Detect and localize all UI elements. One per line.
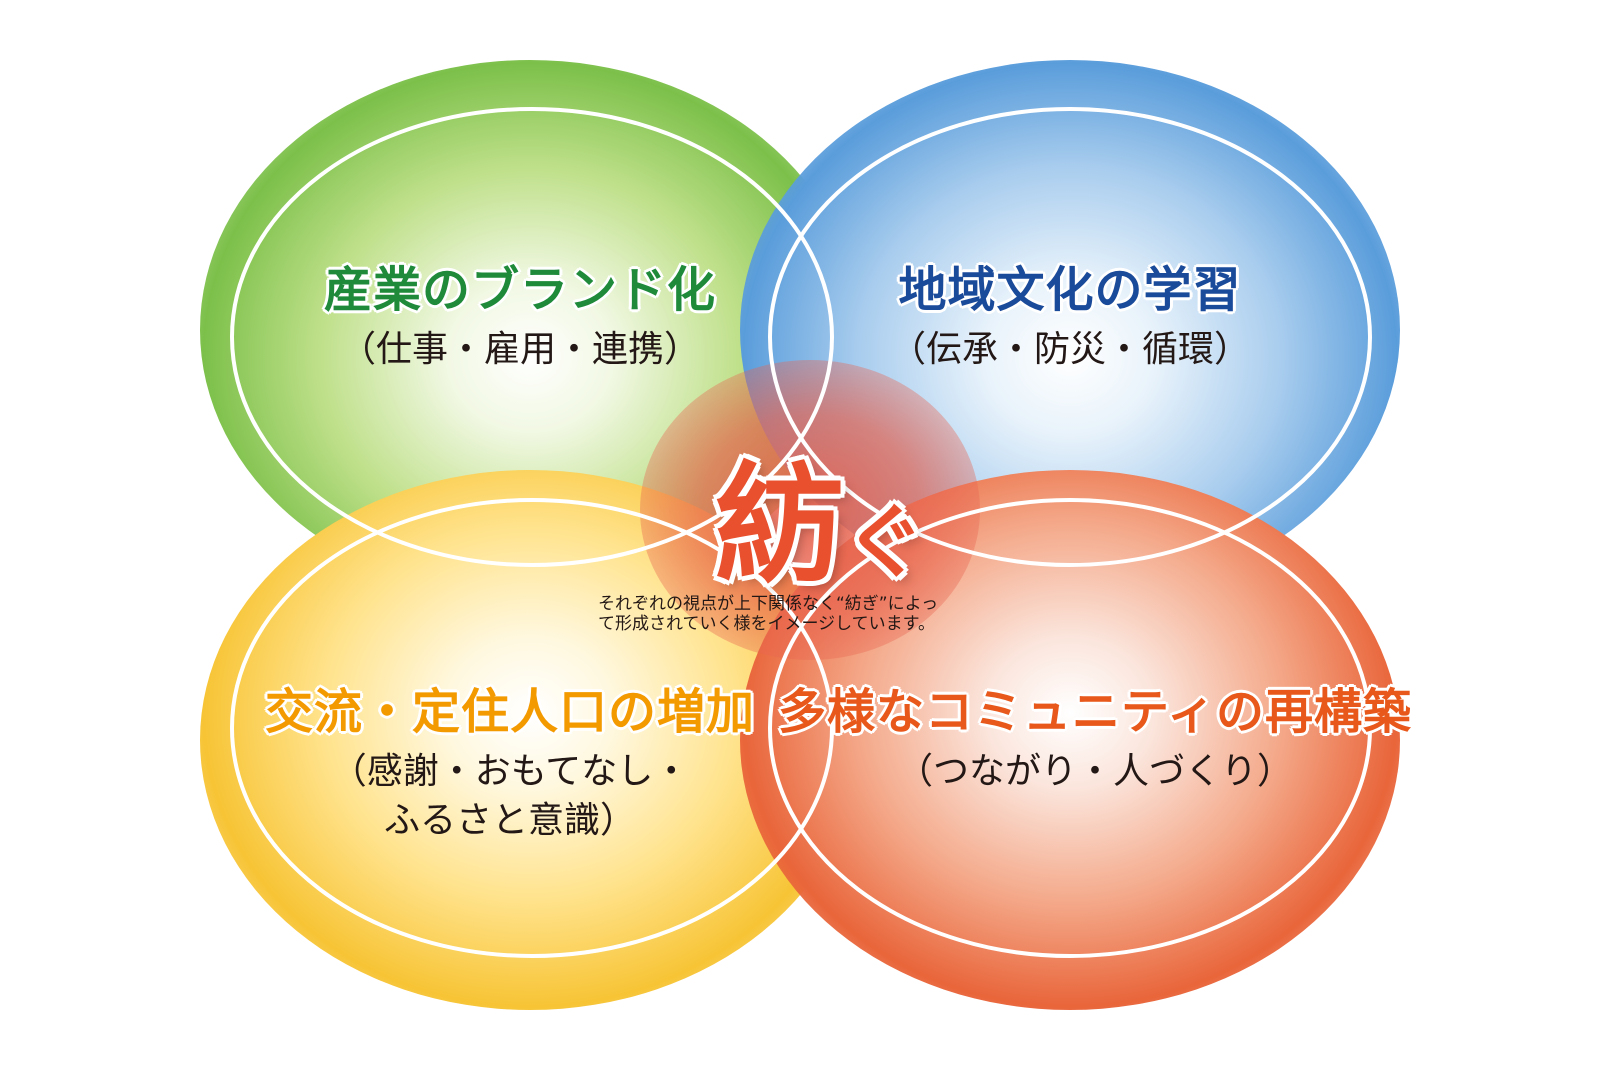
center-glow	[640, 360, 980, 660]
circle-exchange-subtitle-2: ふるさと意識）	[383, 799, 636, 841]
center-caption-line-1: それぞれの視点が上下関係なく“紡ぎ”によっ	[598, 594, 939, 614]
circle-community-label: 多様なコミュニティの再構築 （つながり・人づくり）	[770, 672, 1420, 797]
circle-exchange-label: 交流・定住人口の増加 （感謝・おもてなし・ ふるさと意識）	[250, 672, 770, 845]
circle-industry-subtitle: （仕事・雇用・連携）	[339, 329, 700, 370]
circle-exchange-title: 交流・定住人口の増加	[264, 684, 755, 740]
circle-culture-subtitle: （伝承・防災・循環）	[889, 329, 1250, 370]
center-keyword-suffix: ぐ	[845, 496, 925, 589]
circle-community-title: 多様なコミュニティの再構築	[777, 684, 1413, 740]
circle-industry-label: 産業のブランド化 （仕事・雇用・連携）	[300, 250, 740, 375]
center-caption-line-2: て形成されていく様をイメージしています。	[598, 614, 935, 634]
center-caption: それぞれの視点が上下関係なく“紡ぎ”によっ て形成されていく様をイメージしていま…	[598, 594, 1038, 634]
center-keyword-main: 紡	[714, 449, 845, 601]
circle-exchange-subtitle-1: （感謝・おもてなし・	[330, 751, 690, 792]
circle-community-subtitle: （つながり・人づくり）	[896, 751, 1293, 792]
circle-culture-title: 地域文化の学習	[898, 262, 1242, 318]
circle-culture-label: 地域文化の学習 （伝承・防災・循環）	[860, 250, 1280, 375]
circle-industry-title: 産業のブランド化	[323, 262, 716, 318]
center-keyword: 紡ぐ	[690, 420, 950, 608]
